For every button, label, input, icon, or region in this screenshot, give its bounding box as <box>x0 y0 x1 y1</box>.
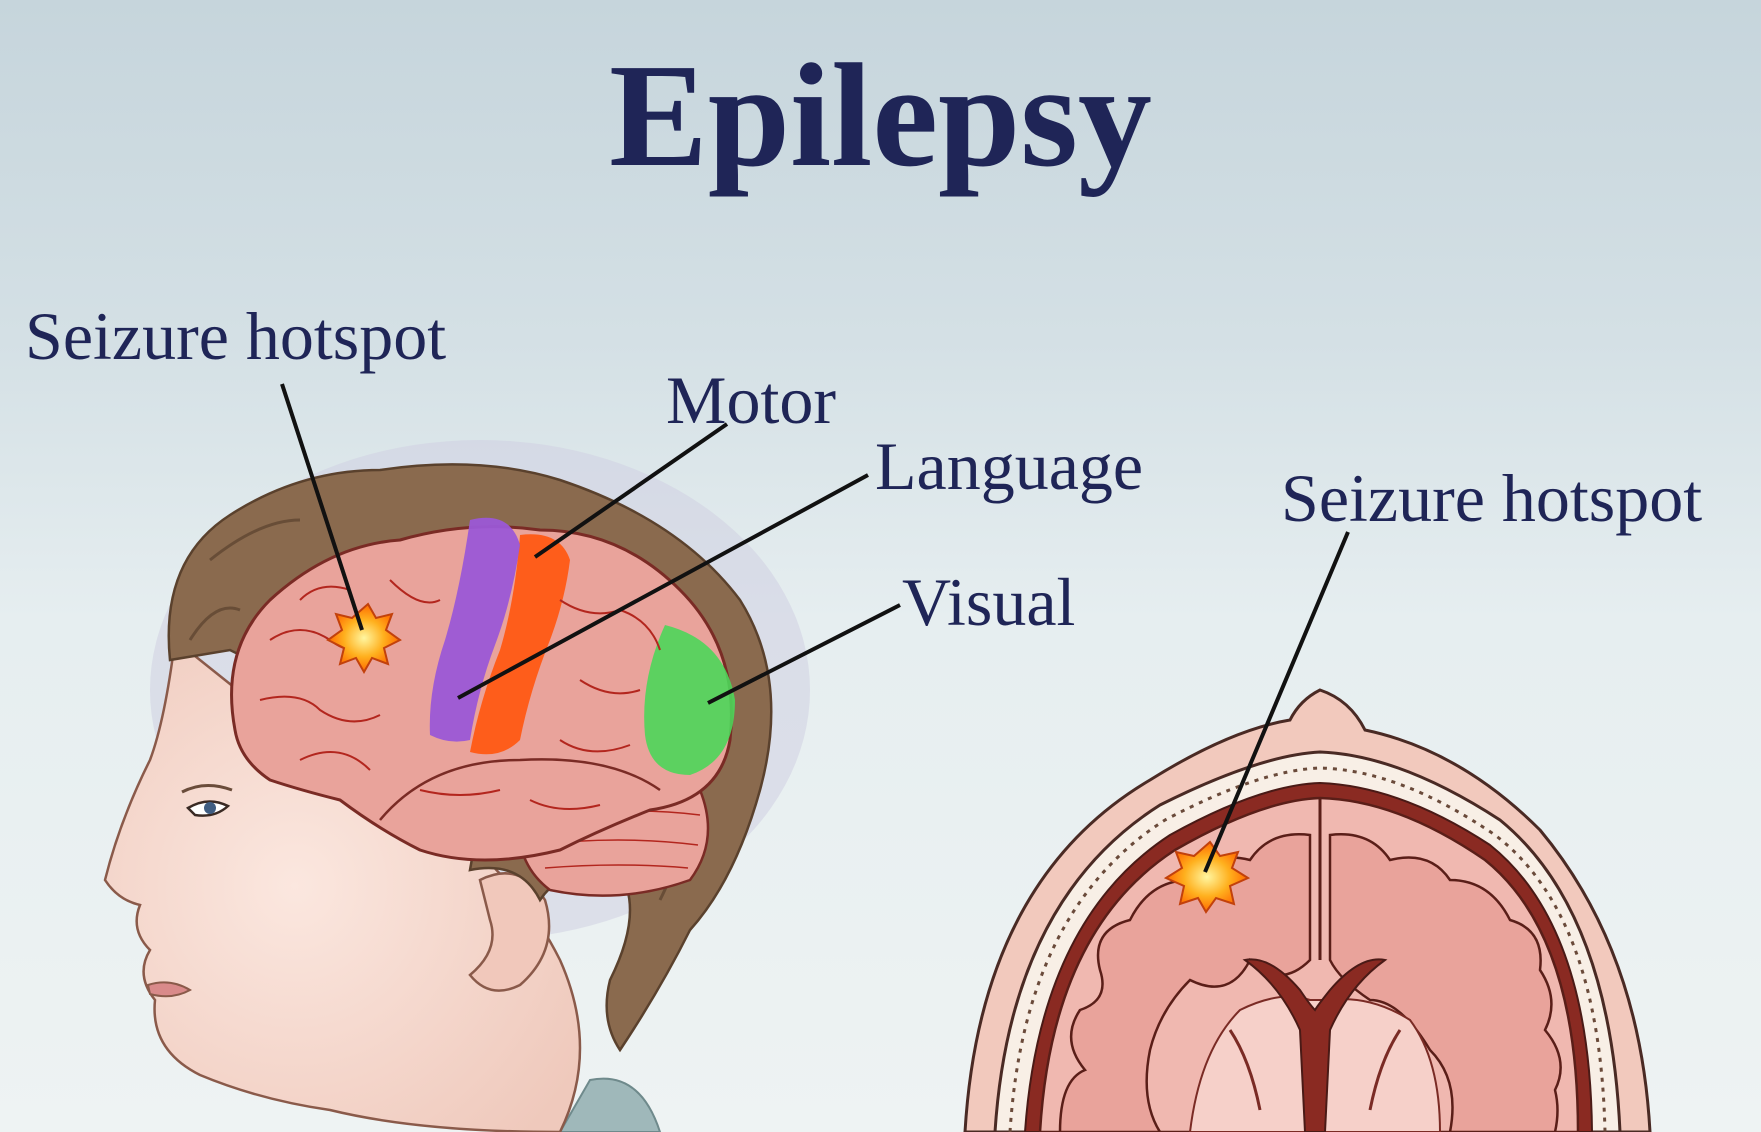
leader-hotspot-right <box>1203 531 1350 873</box>
mouth <box>146 981 193 998</box>
leader-lines <box>280 383 1350 873</box>
label-seizure-hotspot-left: Seizure hotspot <box>25 298 447 374</box>
face <box>103 637 582 1132</box>
ventricles <box>1242 958 1388 1132</box>
brain-cross-section <box>963 688 1652 1132</box>
label-seizure-hotspot-right: Seizure hotspot <box>1281 460 1703 536</box>
leader-language <box>457 473 869 700</box>
page-title: Epilepsy <box>609 34 1152 198</box>
leader-visual <box>707 603 901 705</box>
label-visual: Visual <box>902 564 1076 640</box>
hotspot-icon-left <box>326 602 402 675</box>
label-language: Language <box>875 428 1144 504</box>
child-head-illustration <box>103 440 810 1132</box>
motor-region <box>470 534 570 755</box>
label-motor: Motor <box>666 362 836 438</box>
hotspot-icon-right <box>1163 840 1251 914</box>
leader-hotspot-left <box>280 383 364 631</box>
language-region <box>429 517 520 742</box>
visual-region <box>644 625 735 775</box>
shirt <box>558 1077 662 1132</box>
leader-motor <box>533 422 729 559</box>
